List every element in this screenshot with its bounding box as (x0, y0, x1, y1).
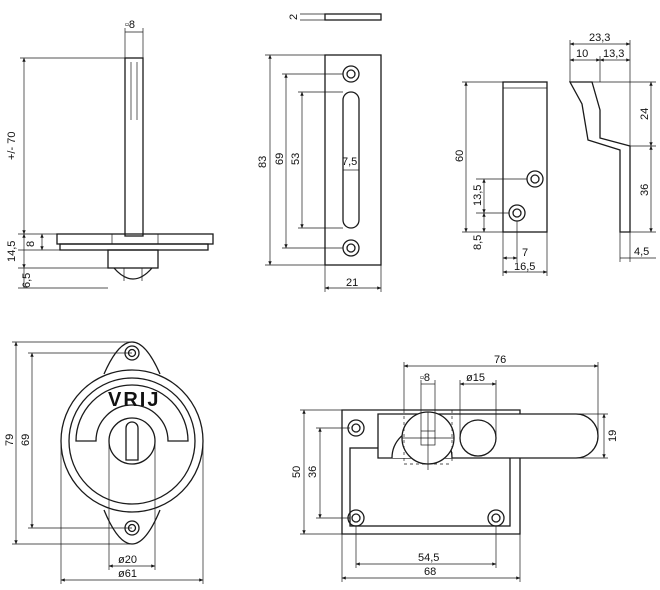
dim-plate-height: 50 (291, 466, 303, 478)
dim-bolt-travel: 76 (494, 354, 506, 366)
dim-keeper-width: 16,5 (514, 261, 535, 273)
view-bolt-top: 76 ▫8 ø15 19 50 36 54,5 68 (291, 354, 619, 582)
dim-offset-13-3: 13,3 (603, 48, 624, 60)
dim-knob-diameter: ø20 (118, 554, 137, 566)
dim-keeper-depth: 23,3 (589, 32, 610, 44)
dim-offset-10: 10 (576, 48, 588, 60)
dim-overall-height: 79 (4, 434, 16, 446)
dim-hole-offset: 13,5 (472, 185, 484, 206)
view-indicator-front: VRIJ 79 69 ø20 ø61 (4, 341, 204, 584)
label-vrij: VRIJ (108, 389, 160, 411)
dim-lower-height: 36 (639, 184, 651, 196)
dim-spindle-square: ▫8 (125, 19, 135, 31)
dim-plate-height: 83 (257, 156, 269, 168)
dim-thickness: 4,5 (634, 246, 649, 258)
dim-knob-diameter: ø15 (466, 372, 485, 384)
dim-hole-spacing: 69 (20, 434, 32, 446)
view-keeper-side: 23,3 10 13,3 24 36 4,5 (568, 32, 656, 262)
dim-knob-height: 6,5 (21, 273, 33, 288)
dim-upper-height: 24 (639, 108, 651, 120)
dim-flange-thickness: 8 (25, 241, 37, 247)
dim-bolt-width: 19 (607, 430, 619, 442)
dim-hole-bottom: 8,5 (472, 235, 484, 250)
dim-slot-length: 53 (290, 153, 302, 165)
view-side-spindle: ▫8 +/- 70 14,5 8 6,5 (6, 19, 214, 289)
view-front-plate: 2 7,5 83 69 53 21 (257, 13, 382, 292)
dim-flange-total: 14,5 (6, 241, 18, 262)
dim-hole-spacing: 69 (274, 153, 286, 165)
dim-body-diameter: ø61 (118, 568, 137, 580)
dim-spindle-length: +/- 70 (6, 132, 18, 160)
dim-hole-spacing: 36 (307, 466, 319, 478)
dim-plate-width: 21 (346, 277, 358, 289)
dim-hole-distance: 54,5 (418, 552, 439, 564)
dim-keeper-height: 60 (454, 150, 466, 162)
dim-plate-thickness: 2 (288, 14, 300, 20)
dim-spindle-square: ▫8 (420, 372, 430, 384)
dim-slot-width: 7,5 (342, 156, 357, 168)
dim-plate-width: 68 (424, 566, 436, 578)
view-keeper-front: 60 13,5 8,5 7 16,5 (454, 81, 548, 276)
dim-hole-x: 7 (522, 247, 528, 259)
